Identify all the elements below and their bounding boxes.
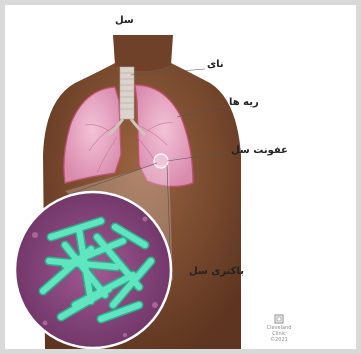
label-lungs: ریه ها	[229, 97, 259, 108]
label-infection: عفونت سل	[231, 145, 288, 156]
brand-logo-mark	[275, 315, 283, 323]
diagram-title: سل	[115, 15, 134, 26]
label-trachea: نای	[207, 59, 224, 70]
brand-credit: Cleveland Clinic ©2021	[261, 325, 297, 343]
tuberculosis-diagram	[5, 5, 356, 349]
illustration-frame: سل نای ریه ها عفونت سل باکتری سل Clevela…	[5, 5, 356, 349]
label-bacteria: باکتری سل	[189, 266, 244, 277]
neck	[113, 35, 173, 71]
brand-year: ©2021	[261, 337, 297, 343]
